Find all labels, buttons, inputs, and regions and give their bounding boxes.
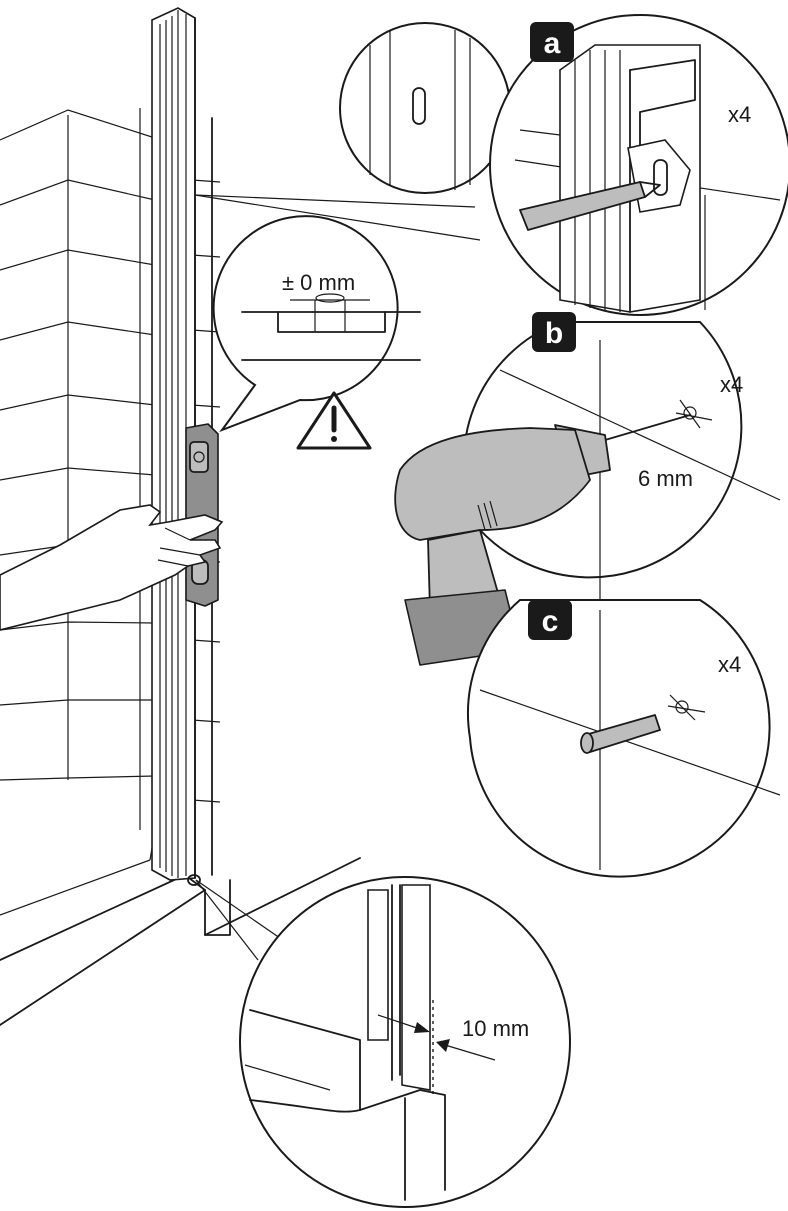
step-b-badge (532, 312, 576, 352)
gap-measure: 10 mm (462, 1016, 529, 1041)
step-a-quantity: x4 (728, 102, 751, 127)
step-a-badge (530, 22, 574, 62)
drill-icon (394, 414, 691, 666)
warning-triangle-icon (296, 391, 372, 450)
step-b-panel: b x4 6 mm (394, 312, 781, 666)
level-reading: ± 0 mm (282, 270, 355, 295)
step-c-panel: c x4 (467, 599, 781, 878)
level-callout: ± 0 mm (212, 215, 421, 450)
step-a-panel: a x4 (489, 14, 788, 316)
step-b-quantity: x4 (720, 372, 743, 397)
step-c-quantity: x4 (718, 652, 741, 677)
step-c-badge (528, 600, 572, 640)
wall-plug-icon (580, 714, 661, 754)
pencil-icon (519, 181, 661, 231)
step-b-badge-letter: b (545, 317, 563, 350)
step-a-badge-letter: a (544, 27, 561, 60)
mark-hole-callout (194, 22, 511, 241)
step-b-drill-size: 6 mm (638, 466, 693, 491)
step-c-badge-letter: c (542, 605, 559, 638)
gap-callout: 10 mm (195, 876, 571, 1208)
wall-profile (151, 7, 201, 886)
hand-illustration (0, 504, 224, 631)
